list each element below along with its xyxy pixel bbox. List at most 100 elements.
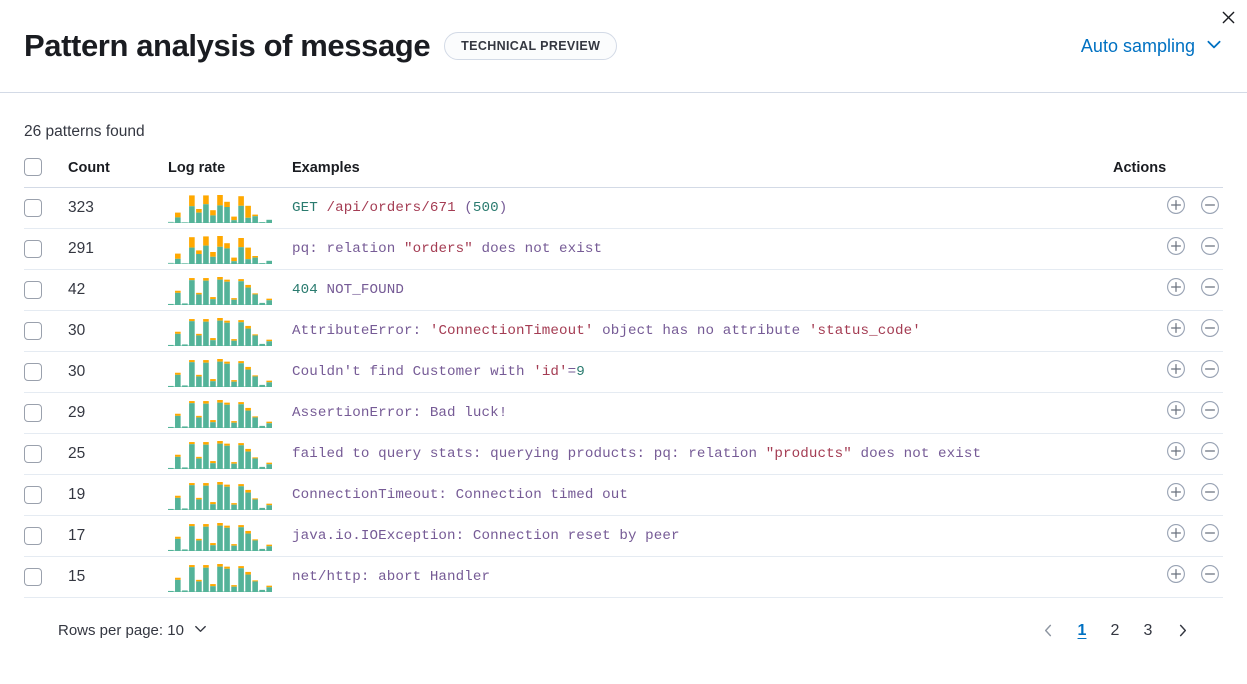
row-actions-cell (1113, 556, 1223, 598)
row-checkbox[interactable] (24, 567, 42, 586)
filter-for-value-icon[interactable] (1166, 359, 1186, 379)
row-checkbox[interactable] (24, 444, 42, 463)
row-select-cell (24, 515, 68, 557)
close-icon[interactable] (1215, 4, 1241, 30)
filter-out-value-icon[interactable] (1200, 400, 1220, 420)
table-row[interactable]: 30 Couldn't find Customer with 'id'=9 (24, 351, 1223, 393)
filter-for-value-icon[interactable] (1166, 277, 1186, 297)
filter-for-value-icon[interactable] (1166, 482, 1186, 502)
column-header-actions: Actions (1113, 157, 1223, 188)
table-row[interactable]: 25 failed to query stats: querying produc… (24, 433, 1223, 475)
previous-page-button[interactable] (1033, 616, 1063, 646)
row-actions-cell (1113, 269, 1223, 311)
column-header-examples[interactable]: Examples (292, 157, 1113, 188)
row-checkbox[interactable] (24, 403, 42, 422)
row-actions-cell (1113, 228, 1223, 270)
row-count: 30 (68, 351, 168, 393)
row-count: 291 (68, 228, 168, 270)
panel-header: Pattern analysis of message TECHNICAL PR… (0, 0, 1247, 93)
row-checkbox[interactable] (24, 362, 42, 381)
row-checkbox[interactable] (24, 239, 42, 258)
table-header-row: Count Log rate Examples Actions (24, 157, 1223, 188)
row-select-cell (24, 556, 68, 598)
filter-for-value-icon[interactable] (1166, 236, 1186, 256)
code-token: = (567, 363, 577, 380)
row-actions-cell (1113, 392, 1223, 434)
page-title: Pattern analysis of message (24, 27, 431, 63)
filter-out-value-icon[interactable] (1200, 359, 1220, 379)
log-rate-sparkline (168, 474, 292, 516)
panel-body: 26 patterns found Count Log rate Example… (0, 93, 1247, 646)
filter-for-value-icon[interactable] (1166, 564, 1186, 584)
page-button-2[interactable]: 2 (1101, 616, 1129, 646)
row-checkbox[interactable] (24, 321, 42, 340)
patterns-found-count: 26 patterns found (24, 123, 145, 140)
filter-for-value-icon[interactable] (1166, 195, 1186, 215)
log-rate-sparkline (168, 433, 292, 475)
filter-for-value-icon[interactable] (1166, 441, 1186, 461)
header-left-group: Pattern analysis of message TECHNICAL PR… (24, 27, 1081, 63)
select-all-header (24, 157, 68, 188)
filter-for-value-icon[interactable] (1166, 523, 1186, 543)
auto-sampling-label: Auto sampling (1080, 35, 1195, 56)
log-rate-sparkline (168, 556, 292, 598)
filter-out-value-icon[interactable] (1200, 318, 1220, 338)
row-example-message: Couldn't find Customer with 'id'=9 (292, 351, 1113, 393)
row-checkbox[interactable] (24, 485, 42, 504)
filter-for-value-icon[interactable] (1166, 400, 1186, 420)
row-checkbox[interactable] (24, 526, 42, 545)
code-token: 'ConnectionTimeout' (429, 322, 594, 339)
code-token: does not exist (851, 445, 982, 462)
filter-out-value-icon[interactable] (1200, 195, 1220, 215)
filter-out-value-icon[interactable] (1200, 564, 1220, 584)
log-rate-sparkline (168, 351, 292, 393)
filter-for-value-icon[interactable] (1166, 318, 1186, 338)
row-select-cell (24, 269, 68, 311)
code-token: object has no attribute (593, 322, 809, 339)
rows-per-page-selector[interactable]: Rows per page: 10 (58, 621, 208, 640)
code-token: does not exist (472, 240, 603, 257)
log-rate-sparkline (168, 515, 292, 557)
select-all-checkbox[interactable] (24, 157, 42, 176)
row-example-message: failed to query stats: querying products… (292, 433, 1113, 475)
filter-out-value-icon[interactable] (1200, 482, 1220, 502)
row-select-cell (24, 187, 68, 229)
page-button-1[interactable]: 1 (1068, 616, 1096, 646)
row-select-cell (24, 351, 68, 393)
code-token: ( (455, 199, 473, 216)
row-actions-cell (1113, 433, 1223, 475)
row-count: 15 (68, 556, 168, 598)
auto-sampling-dropdown[interactable]: Auto sampling (1081, 35, 1223, 58)
row-count: 42 (68, 269, 168, 311)
table-header: Count Log rate Examples Actions (24, 157, 1223, 188)
code-token: failed to query stats: querying products… (292, 445, 766, 462)
row-actions-cell (1113, 310, 1223, 352)
column-header-log-rate[interactable]: Log rate (168, 157, 292, 188)
filter-out-value-icon[interactable] (1200, 441, 1220, 461)
filter-out-value-icon[interactable] (1200, 277, 1220, 297)
page-button-3[interactable]: 3 (1134, 616, 1162, 646)
column-header-count[interactable]: Count (68, 157, 168, 188)
code-token: Couldn't find Customer with (292, 363, 534, 380)
code-token: pq: relation (292, 240, 404, 257)
filter-out-value-icon[interactable] (1200, 523, 1220, 543)
row-actions-cell (1113, 187, 1223, 229)
table-row[interactable]: 291 pq: relation "orders" does not exist (24, 228, 1223, 270)
log-rate-sparkline (168, 187, 292, 229)
row-count: 25 (68, 433, 168, 475)
row-example-message: pq: relation "orders" does not exist (292, 228, 1113, 270)
row-select-cell (24, 474, 68, 516)
filter-out-value-icon[interactable] (1200, 236, 1220, 256)
next-page-button[interactable] (1167, 616, 1197, 646)
row-checkbox[interactable] (24, 198, 42, 217)
row-checkbox[interactable] (24, 280, 42, 299)
